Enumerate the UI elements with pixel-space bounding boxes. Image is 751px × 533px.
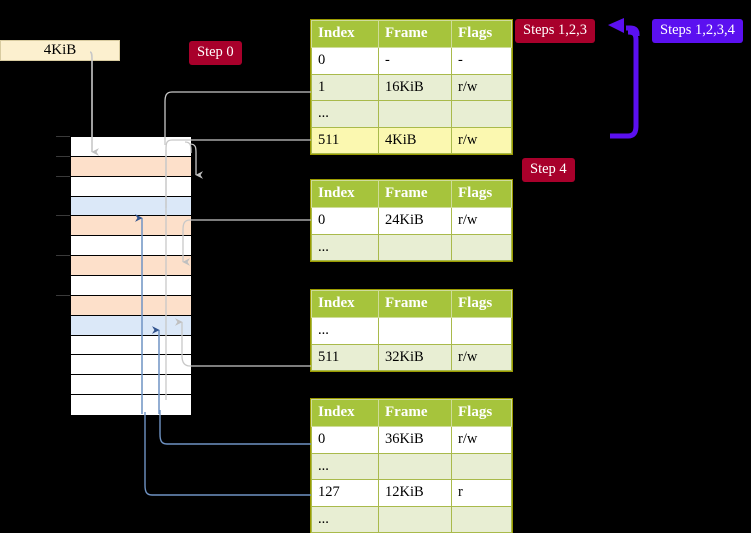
column-header-flags: Flags xyxy=(451,20,512,48)
table-cell: ... xyxy=(311,452,379,480)
memory-tick-mark xyxy=(56,175,70,177)
column-header-flags: Flags xyxy=(451,180,512,208)
column-header-flags: Flags xyxy=(451,290,512,318)
table-cell: ... xyxy=(311,317,379,345)
memory-frame-row xyxy=(71,176,191,197)
table-cell: r xyxy=(451,479,512,507)
memory-frame-row xyxy=(71,137,191,157)
memory-tick-mark xyxy=(56,155,70,157)
badge-steps-123: Steps 1,2,3 xyxy=(515,19,596,43)
memory-frame-row xyxy=(71,315,191,336)
table-cell: 32KiB xyxy=(378,343,452,371)
table-cell xyxy=(451,505,512,533)
physical-memory-column xyxy=(70,136,191,415)
table-cell: r/w xyxy=(451,343,512,371)
table-cell: ... xyxy=(311,233,379,261)
table-cell: 12KiB xyxy=(378,479,452,507)
memory-frame-row xyxy=(71,236,191,257)
column-header-index: Index xyxy=(311,290,379,318)
table-cell xyxy=(378,505,452,533)
column-header-index: Index xyxy=(311,180,379,208)
table-cell xyxy=(451,100,512,128)
table-cell xyxy=(378,452,452,480)
memory-frame-row xyxy=(71,256,191,276)
table-cell: 511 xyxy=(311,343,379,371)
table-cell: - xyxy=(451,47,512,75)
badge-step-0: Step 0 xyxy=(189,41,242,65)
table-row: 0-- xyxy=(311,47,512,75)
memory-frame-row xyxy=(71,355,191,376)
table-cell xyxy=(378,233,452,261)
table-cell: 24KiB xyxy=(378,207,452,235)
column-header-frame: Frame xyxy=(378,180,452,208)
table-row: ... xyxy=(311,100,512,128)
table-cell: 0 xyxy=(311,426,379,454)
memory-tick-mark xyxy=(56,136,70,137)
memory-frame-row xyxy=(71,216,191,237)
table-cell: 4KiB xyxy=(378,126,452,154)
memory-frame-row xyxy=(71,156,191,177)
size-box-4kib: 4KiB xyxy=(0,40,120,61)
column-header-index: Index xyxy=(311,20,379,48)
connector-memory-to-table3 xyxy=(175,318,311,367)
memory-frame-row xyxy=(71,276,191,296)
column-header-frame: Frame xyxy=(378,20,452,48)
table-cell: - xyxy=(378,47,452,75)
table-cell xyxy=(451,233,512,261)
table-row: ... xyxy=(311,452,512,480)
memory-frame-row xyxy=(71,335,191,356)
table-cell: ... xyxy=(311,100,379,128)
table-cell: 1 xyxy=(311,73,379,101)
table-cell: 16KiB xyxy=(378,73,452,101)
memory-frame-row xyxy=(71,375,191,396)
table-cell xyxy=(378,100,452,128)
table-row: ... xyxy=(311,505,512,533)
connector-memory-to-table2 xyxy=(182,143,311,266)
connector-table4-row0 xyxy=(159,410,311,445)
violet-loop-arrow xyxy=(608,18,640,139)
table-cell xyxy=(451,317,512,345)
table-row: ... xyxy=(311,317,512,345)
table-cell xyxy=(378,317,452,345)
table-cell: r/w xyxy=(451,207,512,235)
memory-tick-mark xyxy=(56,294,70,296)
table-cell: 127 xyxy=(311,479,379,507)
connector-table4-row127 xyxy=(144,412,311,496)
table-cell: 0 xyxy=(311,207,379,235)
memory-tick-mark xyxy=(56,255,70,257)
table-cell: r/w xyxy=(451,126,512,154)
table-cell: 511 xyxy=(311,126,379,154)
table-row: ... xyxy=(311,233,512,261)
table-cell: r/w xyxy=(451,426,512,454)
badge-steps-1234: Steps 1,2,3,4 xyxy=(652,19,743,43)
table-cell xyxy=(451,452,512,480)
table-cell: 36KiB xyxy=(378,426,452,454)
memory-tick-mark xyxy=(56,215,70,217)
column-header-frame: Frame xyxy=(378,399,452,427)
column-header-frame: Frame xyxy=(378,290,452,318)
column-header-index: Index xyxy=(311,399,379,427)
table-cell: 0 xyxy=(311,47,379,75)
badge-step-4: Step 4 xyxy=(522,158,575,182)
table-cell: r/w xyxy=(451,73,512,101)
memory-frame-row xyxy=(71,295,191,316)
memory-frame-row xyxy=(71,196,191,217)
memory-frame-row xyxy=(71,395,191,415)
table-cell: ... xyxy=(311,505,379,533)
column-header-flags: Flags xyxy=(451,399,512,427)
